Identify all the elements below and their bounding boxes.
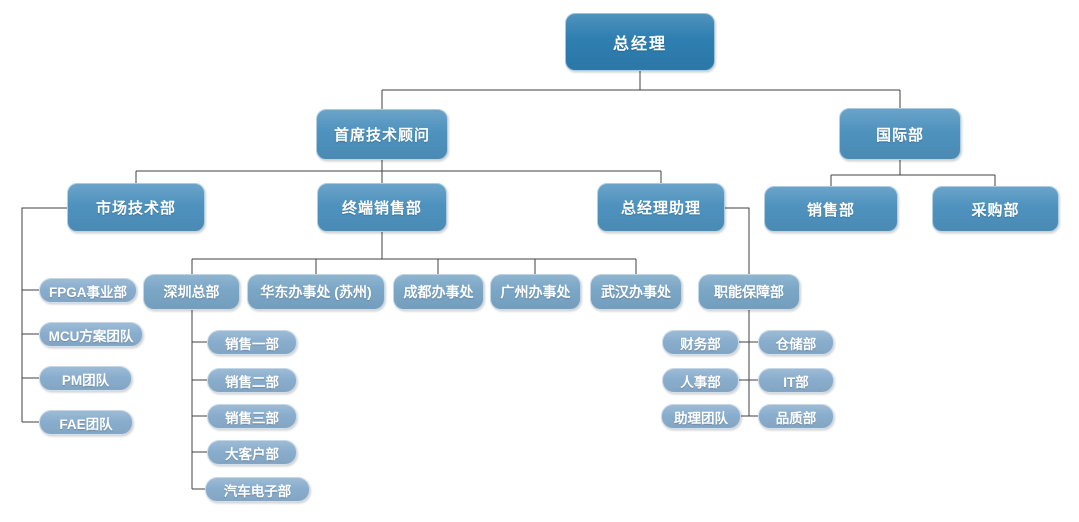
node-fpga-division: FPGA事业部 bbox=[39, 278, 137, 303]
node-sales-team-2: 销售二部 bbox=[207, 368, 297, 393]
node-sales-team-1: 销售一部 bbox=[207, 330, 297, 355]
node-quality-dept: 品质部 bbox=[758, 404, 834, 429]
node-chengdu-office: 成都办事处 bbox=[393, 274, 484, 310]
node-hr-dept: 人事部 bbox=[662, 368, 739, 393]
node-finance-dept: 财务部 bbox=[662, 330, 739, 355]
node-mcu-solution-team: MCU方案团队 bbox=[39, 322, 143, 347]
node-guangzhou-office: 广州办事处 bbox=[490, 274, 581, 310]
node-terminal-sales-dept: 终端销售部 bbox=[317, 183, 447, 232]
node-general-manager: 总经理 bbox=[565, 13, 715, 71]
node-warehouse-dept: 仓储部 bbox=[758, 330, 834, 355]
node-automotive-electronics-dept: 汽车电子部 bbox=[205, 477, 310, 502]
node-pm-team: PM团队 bbox=[39, 366, 132, 391]
node-market-tech-dept: 市场技术部 bbox=[67, 183, 205, 232]
node-functional-support-dept: 职能保障部 bbox=[698, 274, 800, 310]
node-east-china-office-suzhou: 华东办事处 (苏州) bbox=[247, 274, 385, 310]
node-chief-technical-advisor: 首席技术顾问 bbox=[316, 109, 448, 160]
node-it-dept: IT部 bbox=[758, 368, 834, 393]
node-sales-team-3: 销售三部 bbox=[207, 404, 297, 429]
node-key-account-dept: 大客户部 bbox=[207, 440, 297, 465]
node-sales-dept: 销售部 bbox=[764, 186, 898, 232]
node-gm-assistant: 总经理助理 bbox=[597, 183, 725, 232]
node-purchasing-dept: 采购部 bbox=[932, 186, 1059, 232]
node-shenzhen-hq: 深圳总部 bbox=[143, 274, 240, 310]
node-international-dept: 国际部 bbox=[839, 108, 961, 160]
node-assistant-team: 助理团队 bbox=[661, 404, 741, 429]
node-wuhan-office: 武汉办事处 bbox=[590, 274, 682, 310]
node-fae-team: FAE团队 bbox=[39, 410, 133, 435]
